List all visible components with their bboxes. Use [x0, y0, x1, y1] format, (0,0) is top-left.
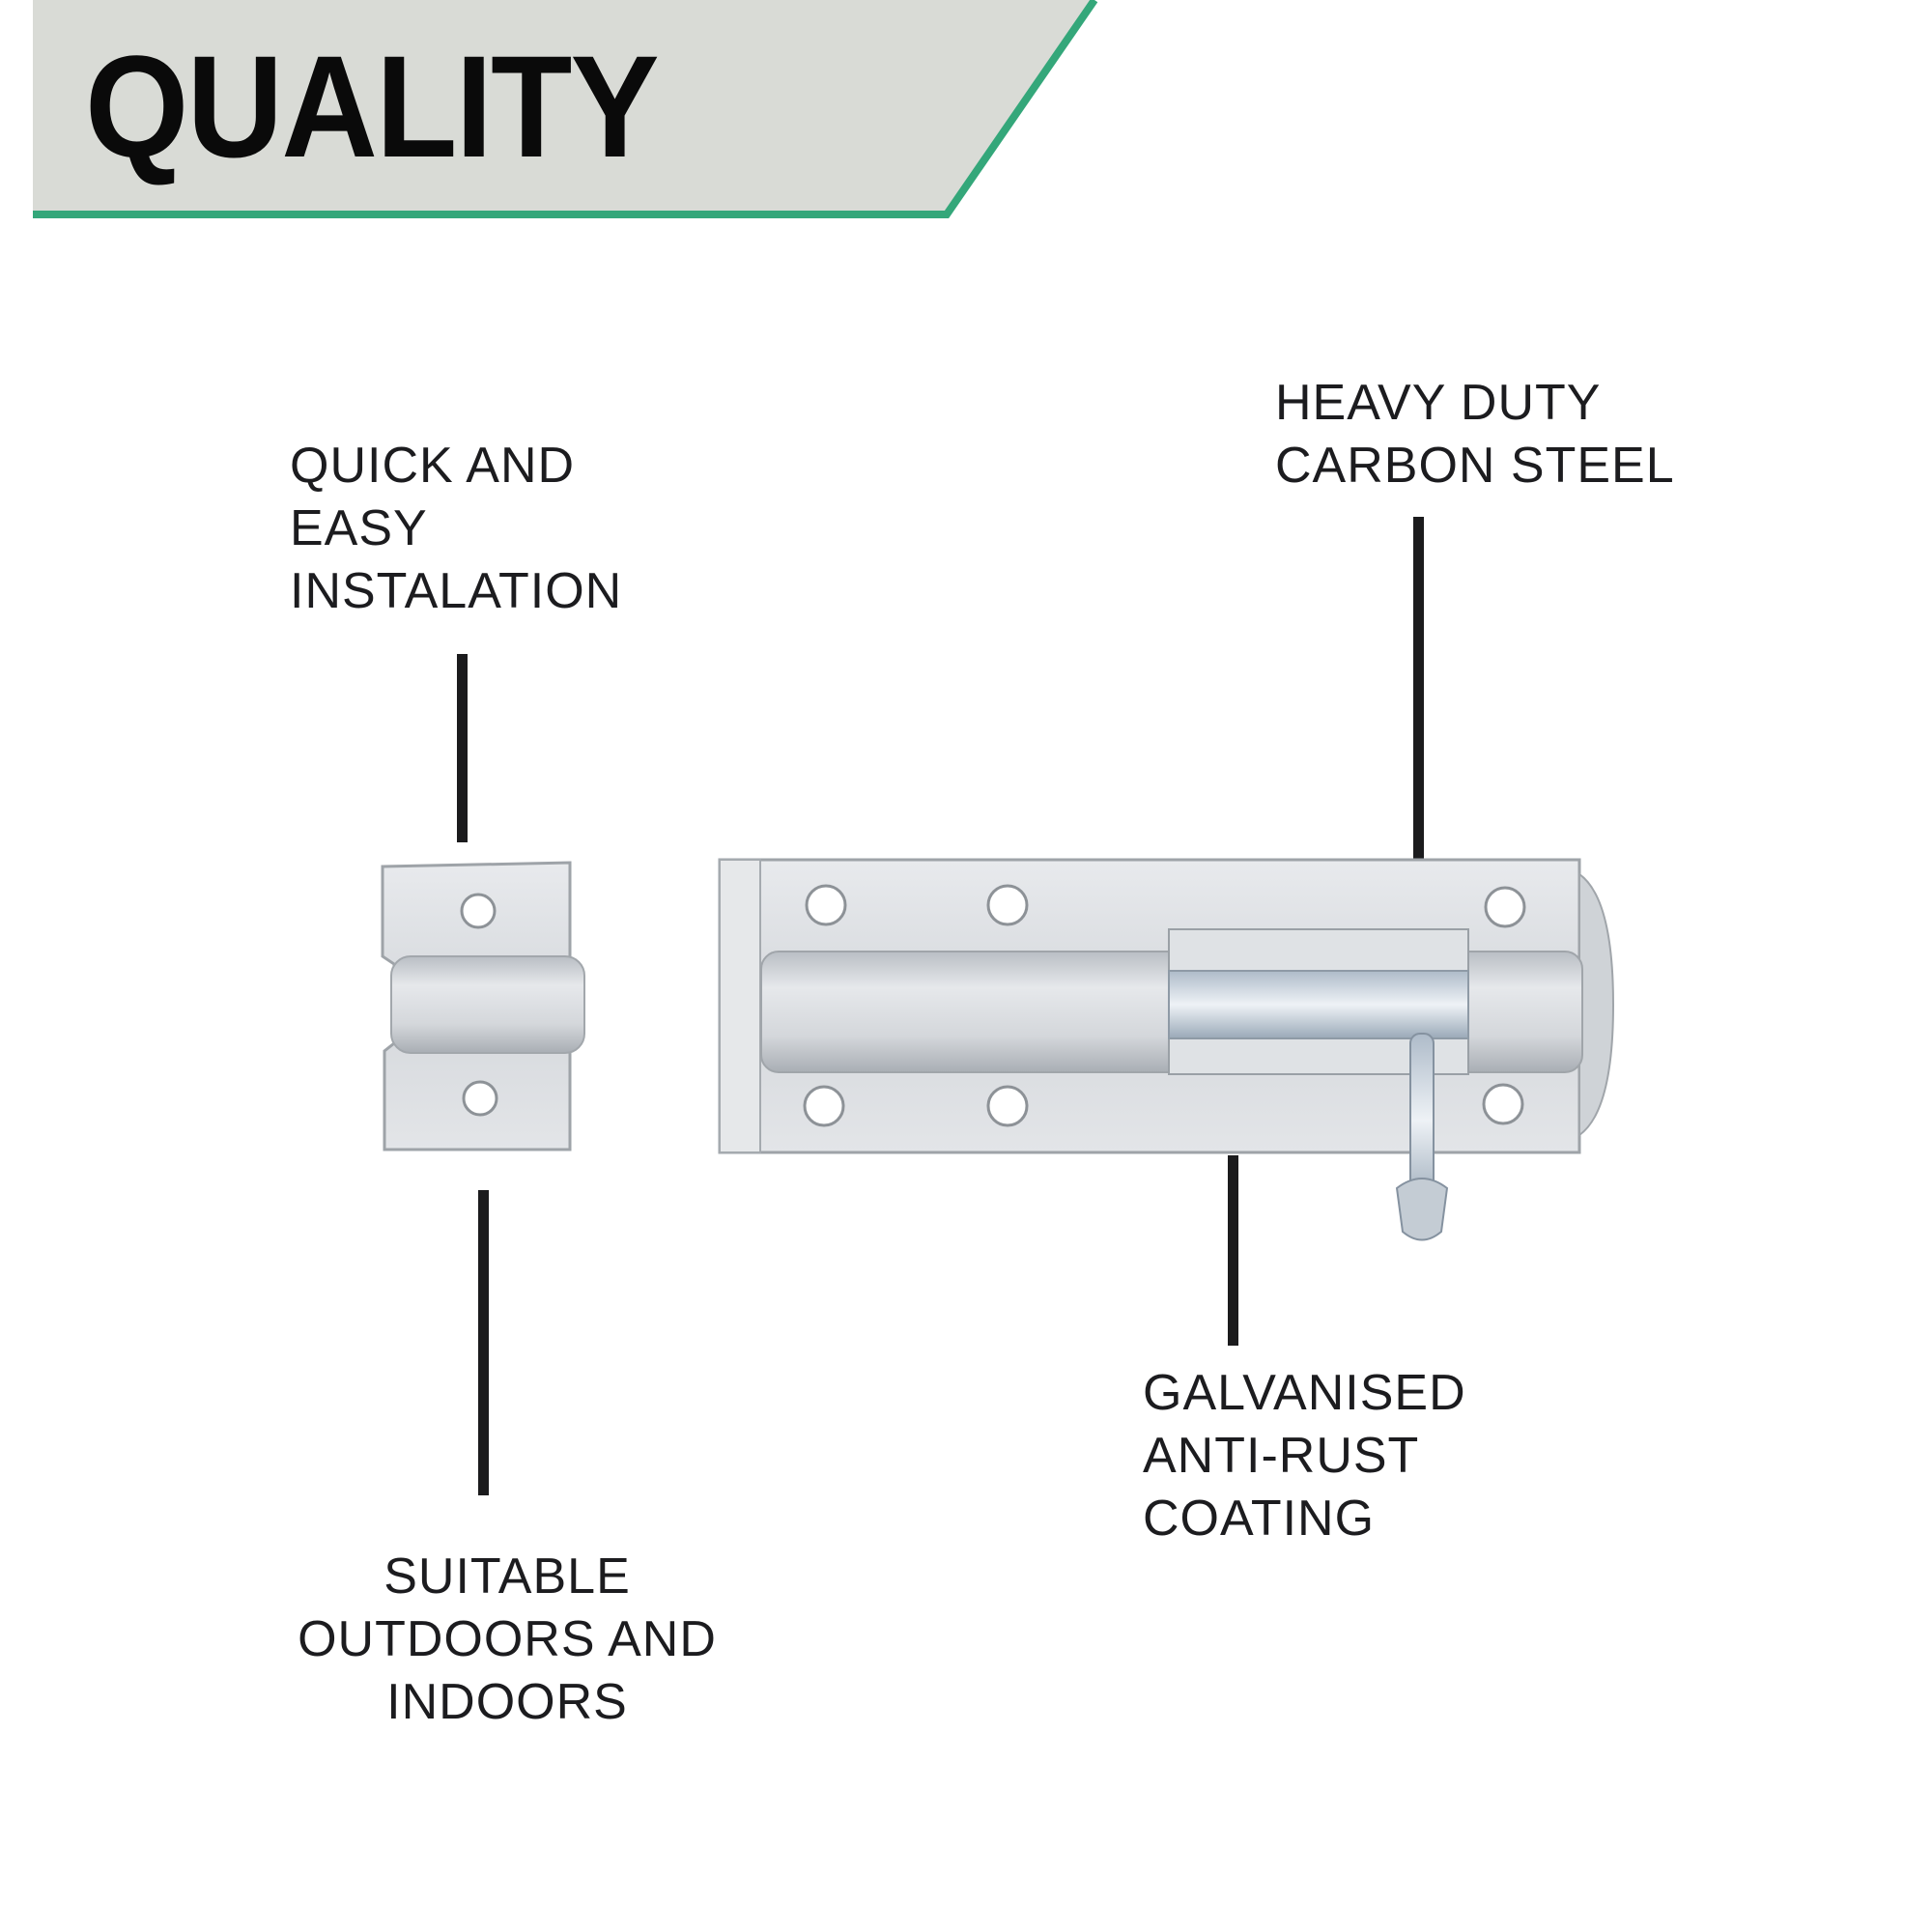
callout-material: HEAVY DUTY CARBON STEEL [1275, 372, 1675, 497]
callout-line: EASY [290, 500, 428, 556]
callout-line: GALVANISED [1143, 1365, 1466, 1421]
callout-usage: SUITABLE OUTDOORS AND INDOORS [290, 1546, 724, 1734]
callout-line: HEAVY DUTY [1275, 375, 1602, 431]
callout-pointer-coating [1228, 1155, 1238, 1346]
callout-pointer-usage [478, 1190, 489, 1495]
bolt-plate [718, 858, 1615, 1241]
callout-line: OUTDOORS AND [298, 1611, 717, 1667]
callout-line: ANTI-RUST [1143, 1428, 1420, 1484]
callout-pointer-material [1413, 517, 1424, 966]
header-banner [33, 0, 1098, 218]
page-title: QUALITY [85, 25, 660, 187]
callout-coating: GALVANISED ANTI-RUST COATING [1143, 1362, 1466, 1550]
callout-line: INDOORS [386, 1674, 628, 1730]
callout-line: COATING [1143, 1491, 1376, 1547]
callout-line: CARBON STEEL [1275, 438, 1675, 494]
keeper [381, 861, 585, 1151]
callout-pointer-installation [457, 654, 468, 842]
callout-line: SUITABLE [384, 1548, 631, 1605]
callout-line: INSTALATION [290, 563, 623, 619]
callout-installation: QUICK AND EASY INSTALATION [290, 435, 622, 623]
callout-line: QUICK AND [290, 438, 576, 494]
